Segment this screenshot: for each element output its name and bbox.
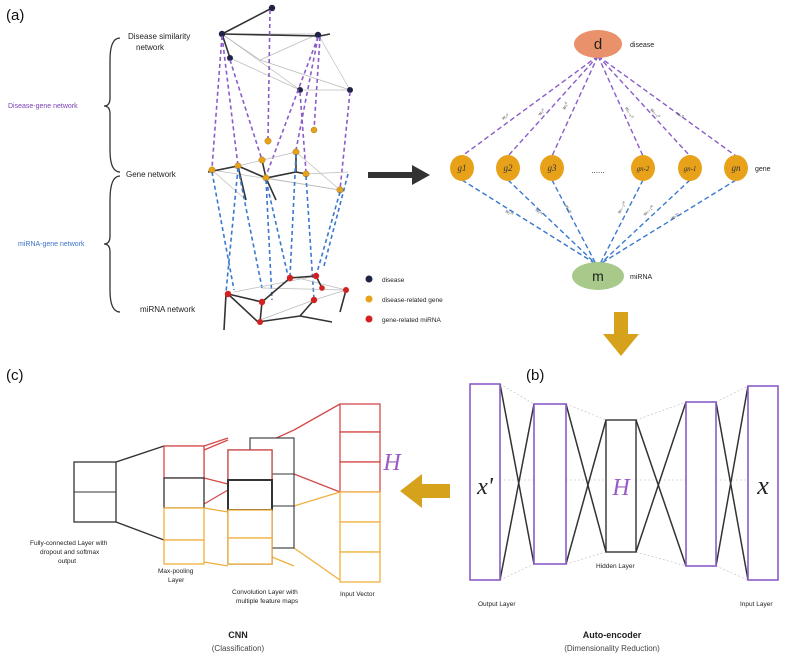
gene-node-3-label: g3 [548, 163, 558, 173]
svg-text:w₁ᵈ: w₁ᵈ [501, 113, 510, 122]
gene-node-n-2 [631, 155, 655, 181]
maxpool-layer [163, 445, 205, 565]
gene-network-label: Gene network [126, 170, 177, 179]
multilayer-network [207, 4, 353, 331]
disease-gene-brace [103, 37, 121, 173]
gene-node-n-1 [678, 155, 702, 181]
disease-node-label: disease [630, 42, 654, 49]
hidden-symbol: H [611, 475, 631, 501]
disease-similarity-label-2: network [136, 43, 165, 52]
svg-text:wₙᵈ: wₙᵈ [675, 111, 685, 120]
conv-layer [227, 437, 295, 565]
maxpool-label-1: Max-pooling [158, 568, 194, 575]
disease-node-letter: d [594, 36, 602, 53]
arrow-right-icon [368, 165, 430, 185]
svg-text:wₙ₋₁ᵐ: wₙ₋₁ᵐ [642, 204, 655, 217]
fc-label-1: Fully-connected Layer with [30, 540, 108, 547]
cnn-diagram: H Fully-connected Layer with dropout and… [30, 403, 402, 605]
input-layer-label: Input Layer [740, 601, 773, 608]
legend: disease disease-related gene gene-relate… [365, 275, 443, 324]
legend-mirna-label: gene-related miRNA [382, 317, 442, 324]
panel-a-label: (a) [6, 7, 24, 24]
output-layer-box [469, 383, 501, 581]
disease-node [574, 30, 622, 58]
autoencoder-title: Auto-encoder [583, 630, 642, 640]
arrow-left-icon [400, 474, 450, 508]
legend-gene-dot [365, 295, 373, 303]
conv-label-2: multiple feature maps [236, 598, 299, 605]
svg-text:w₂ᵐ: w₂ᵐ [534, 207, 544, 217]
gene-node-n [724, 155, 748, 181]
input-layer-box [747, 385, 779, 581]
gene-node-1-label: g1 [458, 163, 467, 173]
mirna-node [572, 262, 624, 290]
fc-label-2: dropout and softmax [40, 549, 100, 556]
encoder-layer-box [685, 401, 717, 567]
panel-b-label: (b) [526, 367, 544, 384]
output-symbol: x' [476, 474, 494, 500]
autoencoder-diagram: x' H x Output Layer Hidden Layer Input L… [469, 383, 779, 608]
gene-node-1 [450, 155, 474, 181]
mirna-node-label: miRNA [630, 274, 652, 281]
maxpool-label-2: Layer [168, 577, 185, 584]
hidden-layer-box [605, 419, 637, 553]
gene-nodes: g1 g2 g3 gn-2 gn-1 gn ...... gene [450, 155, 771, 181]
disease-gene-network-label: Disease-gene network [8, 103, 78, 110]
gene-node-2 [496, 155, 520, 181]
legend-disease-dot [365, 275, 373, 283]
gene-label: gene [755, 166, 771, 173]
svg-text:w₃ᵐ: w₃ᵐ [563, 204, 572, 214]
svg-text:wₙᵐ: wₙᵐ [670, 212, 680, 222]
disease-similarity-label-1: Disease similarity [128, 32, 190, 41]
input-vector-label: Input Vector [340, 591, 376, 598]
svg-text:w₁ᵐ: w₁ᵐ [504, 209, 514, 218]
legend-disease-label: disease [382, 277, 405, 284]
input-symbol: x [756, 471, 769, 500]
output-layer-label: Output Layer [478, 601, 516, 608]
cnn-subtitle: (Classification) [212, 644, 265, 653]
gene-node-n-label: gn [732, 163, 742, 173]
decoder-layer-box [533, 403, 567, 565]
svg-text:w₂ᵈ: w₂ᵈ [537, 108, 546, 118]
mirna-network-label: miRNA network [140, 305, 196, 314]
panel-c-label: (c) [6, 367, 24, 384]
svg-text:wₙ₋₂ᵐ: wₙ₋₂ᵐ [616, 200, 627, 214]
cnn-title: CNN [228, 630, 248, 640]
gene-ellipsis: ...... [591, 166, 604, 175]
gene-node-n-1-label: gn-1 [684, 165, 697, 173]
hidden-layer-label: Hidden Layer [596, 563, 635, 570]
arrow-down-icon [603, 312, 639, 356]
gene-node-n-2-label: gn-2 [637, 165, 650, 173]
svg-text:wₙ₋₂ᵈ: wₙ₋₂ᵈ [623, 106, 634, 120]
mirna-gene-network-label: miRNA-gene network [18, 241, 85, 248]
mirna-gene-brace [103, 175, 121, 313]
svg-text:w₃ᵈ: w₃ᵈ [561, 101, 570, 110]
gene-node-3 [540, 155, 564, 181]
conv-label-1: Convolution Layer with [232, 589, 298, 596]
gene-node-2-label: g2 [504, 163, 514, 173]
mirna-node-letter: m [592, 268, 604, 284]
cnn-h-symbol: H [382, 450, 402, 476]
legend-mirna-dot [365, 315, 373, 323]
input-vector [339, 403, 381, 583]
fc-label-3: output [58, 558, 76, 565]
heterogeneous-graph: w₁ᵈ w₂ᵈ w₃ᵈ wₙ₋₂ᵈ wₙ₋₁ᵈ wₙᵈ w₁ᵐ w₂ᵐ w₃ᵐ … [450, 30, 771, 290]
legend-gene-label: disease-related gene [382, 297, 443, 304]
autoencoder-subtitle: (Dimensionality Reduction) [564, 644, 660, 653]
